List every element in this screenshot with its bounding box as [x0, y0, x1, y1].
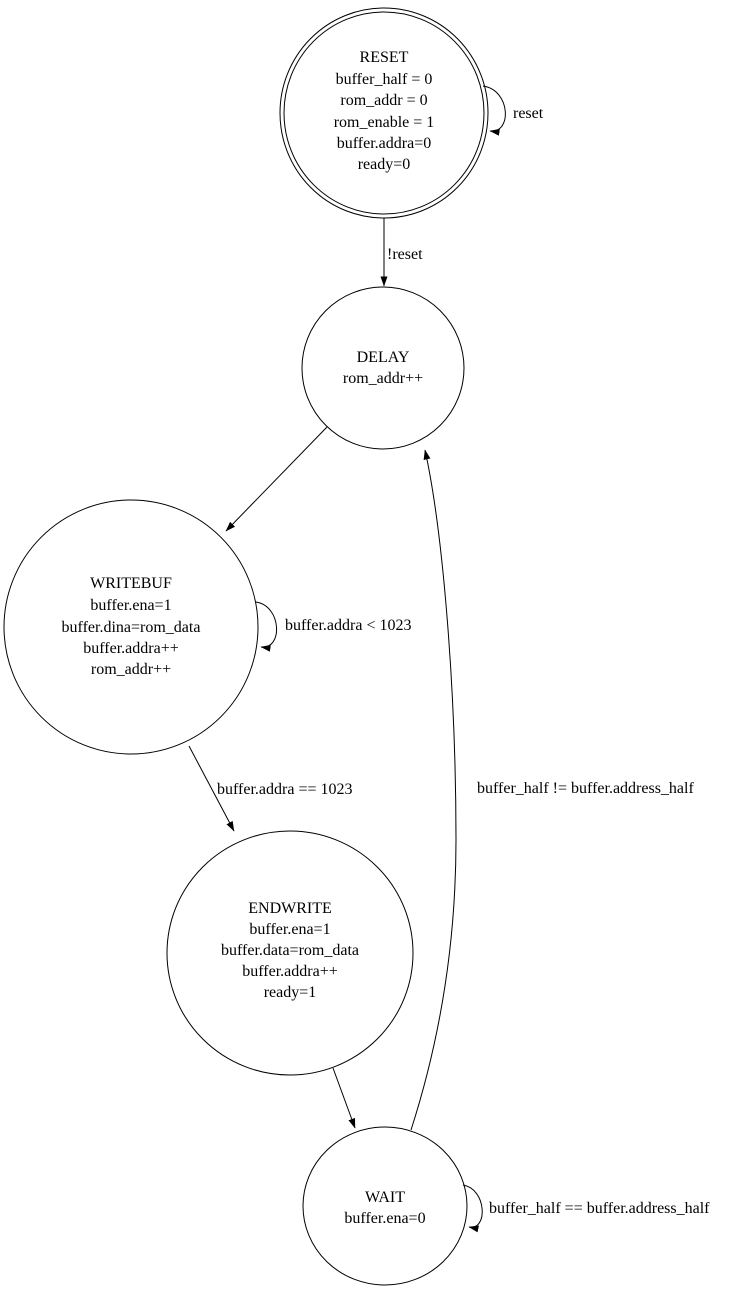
state-wait: WAIT buffer.ena=0 — [302, 1126, 468, 1286]
state-action: buffer.dina=rom_data — [62, 619, 201, 636]
state-circle — [302, 1126, 468, 1286]
state-name: DELAY — [357, 349, 410, 366]
state-action: buffer.data=rom_data — [221, 942, 359, 959]
edge-label: buffer.addra < 1023 — [285, 617, 411, 634]
state-circle-inner — [283, 11, 485, 215]
state-name: WRITEBUF — [90, 575, 172, 592]
edge-reset-self: reset — [482, 85, 544, 136]
state-action: buffer.ena=0 — [344, 1210, 425, 1227]
transition-path — [225, 426, 328, 532]
edge-writebuf-self: buffer.addra < 1023 — [255, 601, 411, 652]
transition-path — [188, 745, 235, 832]
state-reset: RESET buffer_half = 0 rom_addr = 0 rom_e… — [279, 7, 489, 219]
transition-path — [462, 1184, 483, 1233]
state-action: buffer.addra++ — [83, 640, 179, 657]
state-circle — [301, 286, 465, 450]
edge-label: reset — [513, 105, 544, 122]
state-delay: DELAY rom_addr++ — [301, 286, 465, 450]
edge-wait-to-delay: buffer_half != buffer.address_half — [410, 449, 694, 1131]
state-action: ready=0 — [358, 156, 411, 173]
edge-label: buffer_half == buffer.address_half — [489, 1200, 710, 1217]
state-action: buffer.ena=1 — [249, 921, 330, 938]
state-name: ENDWRITE — [248, 900, 332, 917]
state-name: RESET — [360, 49, 409, 66]
state-action: rom_addr++ — [343, 370, 423, 387]
state-circle — [166, 830, 414, 1076]
transition-path — [482, 85, 506, 136]
state-name: WAIT — [365, 1189, 405, 1206]
state-circle — [3, 499, 259, 755]
state-action: buffer.addra++ — [242, 963, 338, 980]
state-action: rom_addr++ — [91, 661, 171, 678]
edge-writebuf-to-endwrite: buffer.addra == 1023 — [188, 745, 353, 832]
state-action: rom_enable = 1 — [334, 114, 435, 131]
state-action: buffer_half = 0 — [336, 71, 433, 88]
state-action: ready=1 — [264, 984, 317, 1001]
edge-delay-to-writebuf — [225, 426, 328, 532]
edge-label: !reset — [387, 246, 423, 263]
edge-endwrite-to-wait — [332, 1067, 356, 1129]
transition-path — [255, 601, 277, 652]
state-action: rom_addr = 0 — [340, 92, 427, 109]
edge-label: buffer_half != buffer.address_half — [477, 780, 694, 797]
state-endwrite: ENDWRITE buffer.ena=1 buffer.data=rom_da… — [166, 830, 414, 1076]
transition-path — [332, 1067, 356, 1129]
state-action: buffer.ena=1 — [90, 597, 171, 614]
state-action: buffer.addra=0 — [337, 135, 431, 152]
edge-reset-to-delay: !reset — [380, 218, 423, 287]
state-writebuf: WRITEBUF buffer.ena=1 buffer.dina=rom_da… — [3, 499, 259, 755]
edge-label: buffer.addra == 1023 — [217, 781, 353, 798]
transition-path — [410, 449, 457, 1131]
edge-wait-self: buffer_half == buffer.address_half — [462, 1184, 710, 1233]
